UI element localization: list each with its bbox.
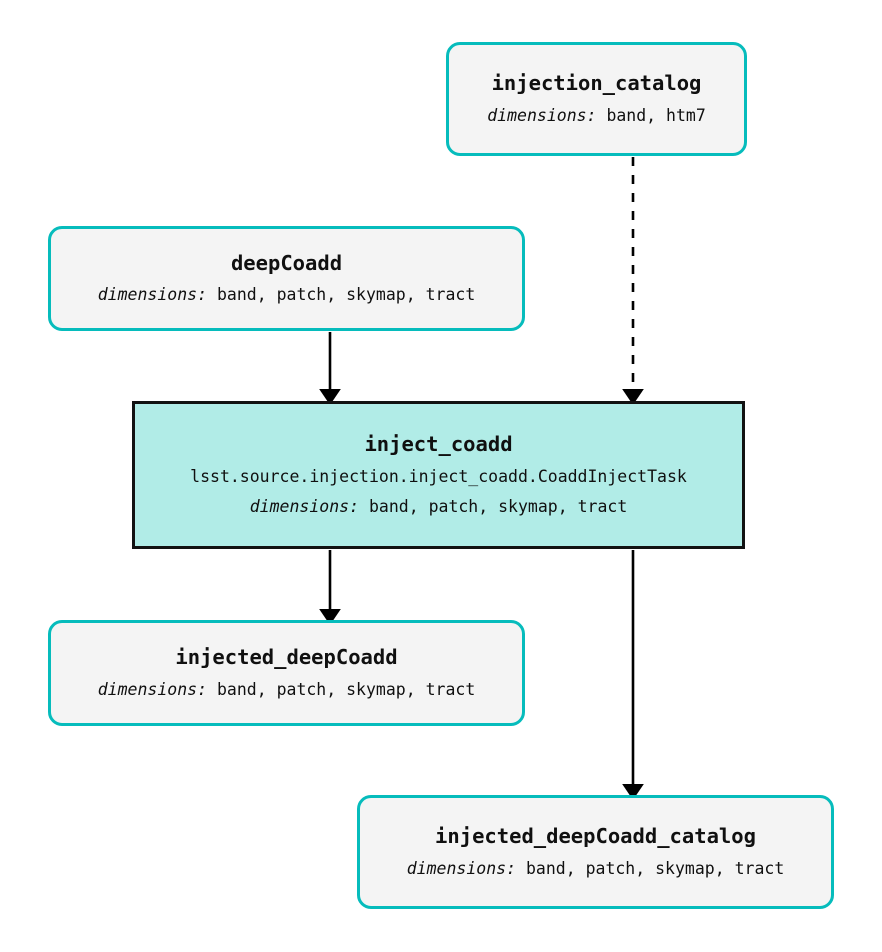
- dimensions-label: dimensions:: [97, 679, 208, 699]
- node-title: inject_coadd: [364, 432, 513, 457]
- dimensions-value: band, patch, skymap, tract: [525, 858, 785, 878]
- node-injection-catalog[interactable]: injection_catalog dimensions: band, htm7: [446, 42, 747, 156]
- node-dimensions: dimensions: band, patch, skymap, tract: [406, 858, 785, 879]
- dimensions-value: band, patch, skymap, tract: [216, 285, 476, 305]
- dimensions-label: dimensions:: [406, 858, 517, 878]
- node-dimensions: dimensions: band, patch, skymap, tract: [249, 496, 628, 517]
- node-inject-coadd[interactable]: inject_coadd lsst.source.injection.injec…: [132, 401, 745, 549]
- node-dimensions: dimensions: band, patch, skymap, tract: [97, 285, 476, 305]
- node-qualname: lsst.source.injection.inject_coadd.Coadd…: [190, 466, 687, 486]
- dimensions-label: dimensions:: [249, 496, 360, 516]
- node-dimensions: dimensions: band, htm7: [487, 105, 706, 126]
- node-title: injected_deepCoadd_catalog: [435, 824, 756, 849]
- node-title: injection_catalog: [491, 71, 702, 96]
- dimensions-label: dimensions:: [97, 285, 208, 305]
- dimensions-label: dimensions:: [487, 105, 597, 125]
- node-dimensions: dimensions: band, patch, skymap, tract: [97, 679, 476, 700]
- node-injected-deepcoadd[interactable]: injected_deepCoadd dimensions: band, pat…: [48, 620, 525, 726]
- node-title: deepCoadd: [230, 250, 343, 275]
- dimensions-value: band, patch, skymap, tract: [216, 679, 476, 699]
- node-deepcoadd[interactable]: deepCoadd dimensions: band, patch, skyma…: [48, 226, 525, 331]
- node-injected-deepcoadd-catalog[interactable]: injected_deepCoadd_catalog dimensions: b…: [357, 795, 834, 909]
- dimensions-value: band, htm7: [606, 105, 706, 125]
- node-title: injected_deepCoadd: [175, 645, 398, 670]
- dimensions-value: band, patch, skymap, tract: [368, 496, 628, 516]
